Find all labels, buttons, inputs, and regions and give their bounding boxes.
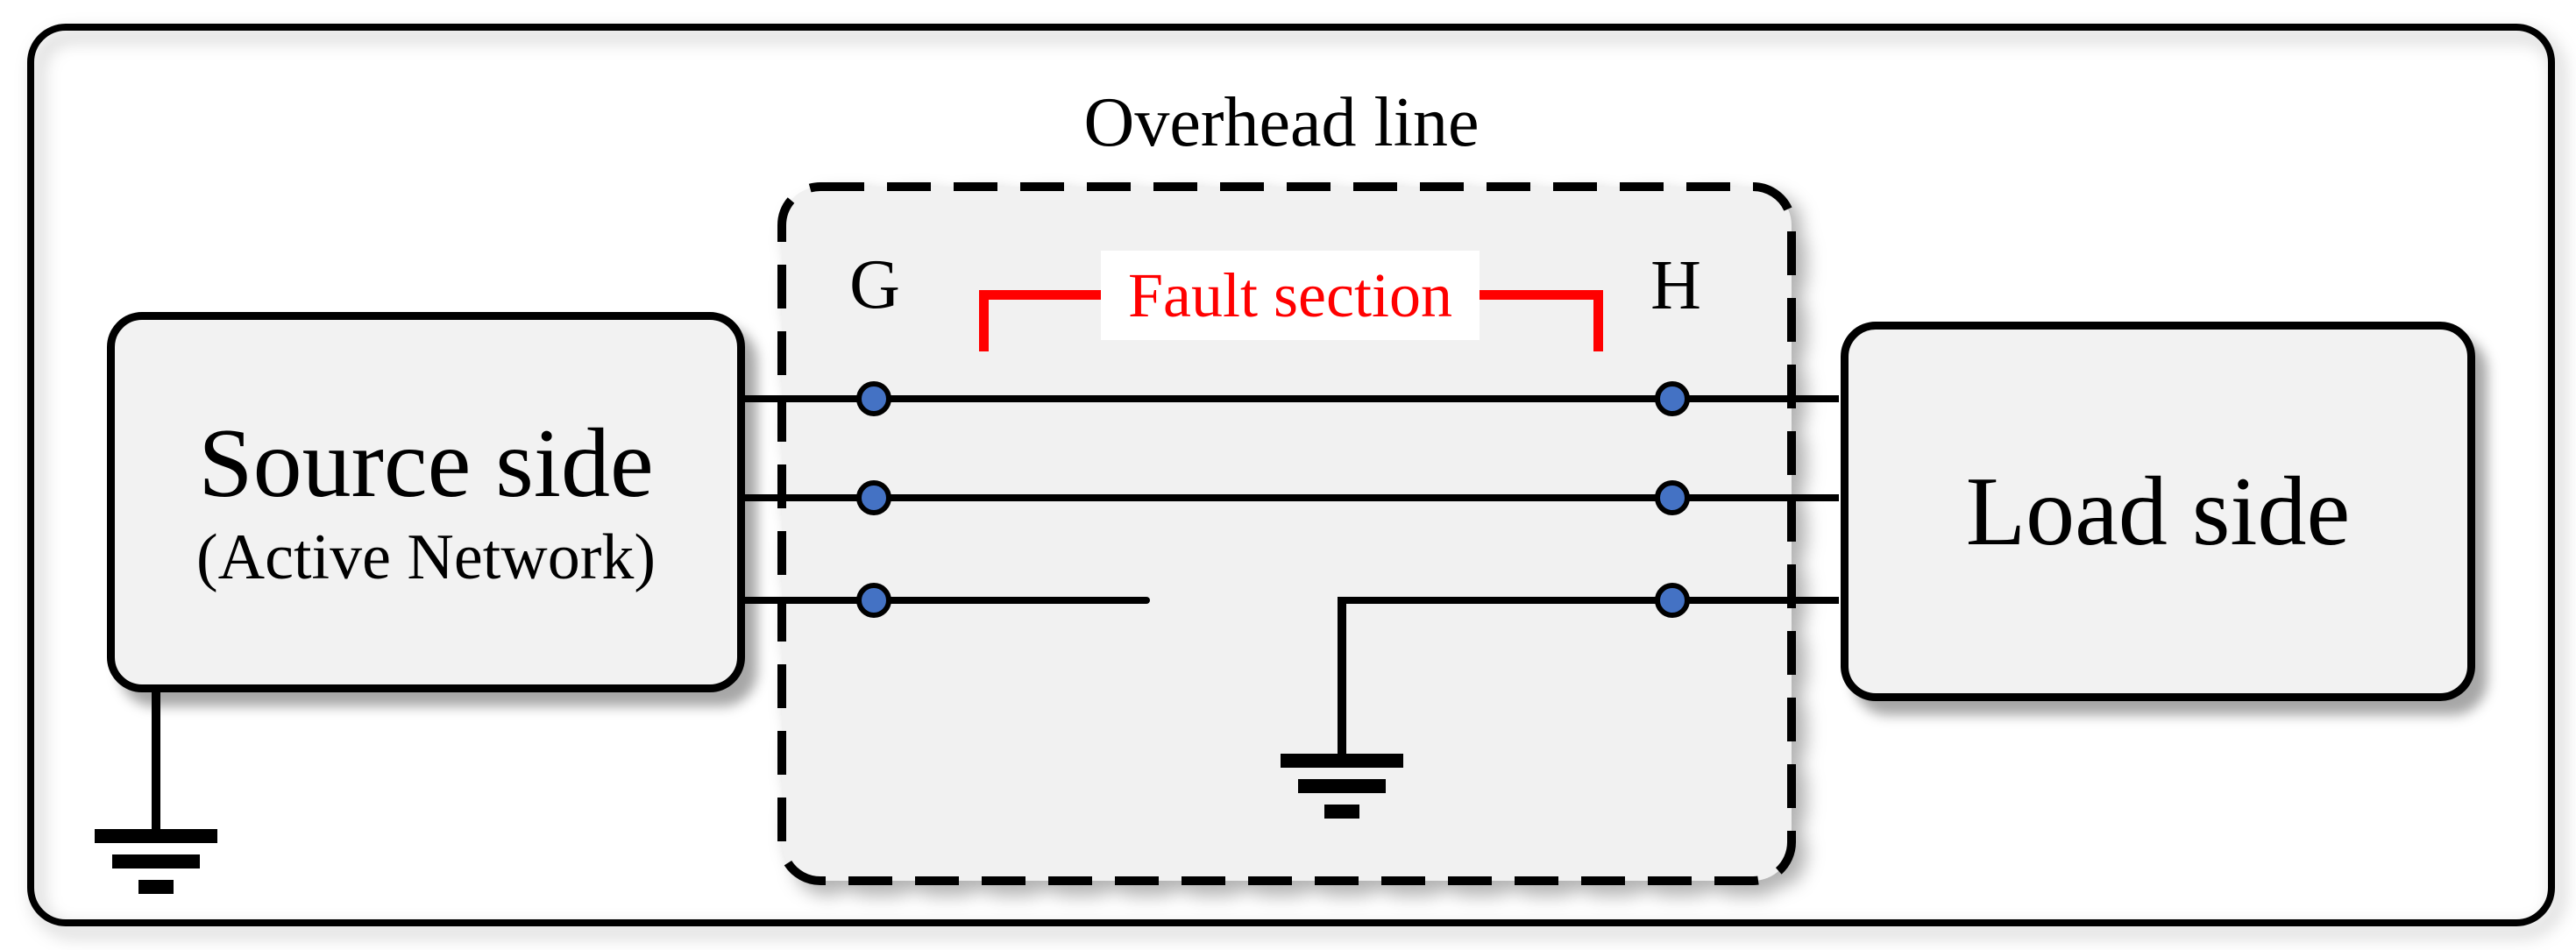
phase-c-ground-lead: [1338, 597, 1346, 758]
node-g-phase-b: [856, 480, 891, 515]
load-side-box: Load side: [1841, 322, 2475, 701]
phase-b-conductor: [733, 494, 1839, 501]
source-ground-bar-3: [138, 880, 174, 894]
terminal-h-label: H: [1650, 247, 1701, 324]
fault-section-bracket-left-tick: [979, 290, 989, 351]
node-g-phase-c: [856, 583, 891, 618]
fault-section-label: Fault section: [1101, 251, 1480, 340]
fault-ground-bar-2: [1298, 779, 1386, 793]
phase-a-conductor: [733, 395, 1839, 402]
overhead-line-region-border: [777, 182, 1796, 885]
terminal-g-label: G: [849, 246, 900, 323]
fault-section-bracket-right-tick: [1593, 290, 1603, 351]
source-ground-bar-2: [112, 854, 200, 868]
node-h-phase-c: [1655, 583, 1690, 618]
node-g-phase-a: [856, 381, 891, 416]
figure-frame: [27, 24, 2555, 926]
fault-ground-bar-1: [1281, 754, 1403, 768]
node-h-phase-b: [1655, 480, 1690, 515]
source-ground-bar-1: [95, 829, 217, 843]
overhead-line-label: Overhead line: [1083, 84, 1480, 161]
source-side-subtitle: (Active Network): [196, 521, 656, 593]
load-side-title: Load side: [1965, 457, 2351, 566]
source-ground-lead: [152, 675, 160, 833]
source-side-title: Source side: [198, 409, 654, 518]
fault-ground-bar-3: [1324, 805, 1359, 819]
source-side-box: Source side (Active Network): [107, 312, 745, 692]
overhead-line-region: [777, 182, 1796, 885]
node-h-phase-a: [1655, 381, 1690, 416]
phase-c-conductor-broken-right: [1338, 597, 1839, 604]
phase-c-conductor-broken-left: [733, 597, 1150, 604]
